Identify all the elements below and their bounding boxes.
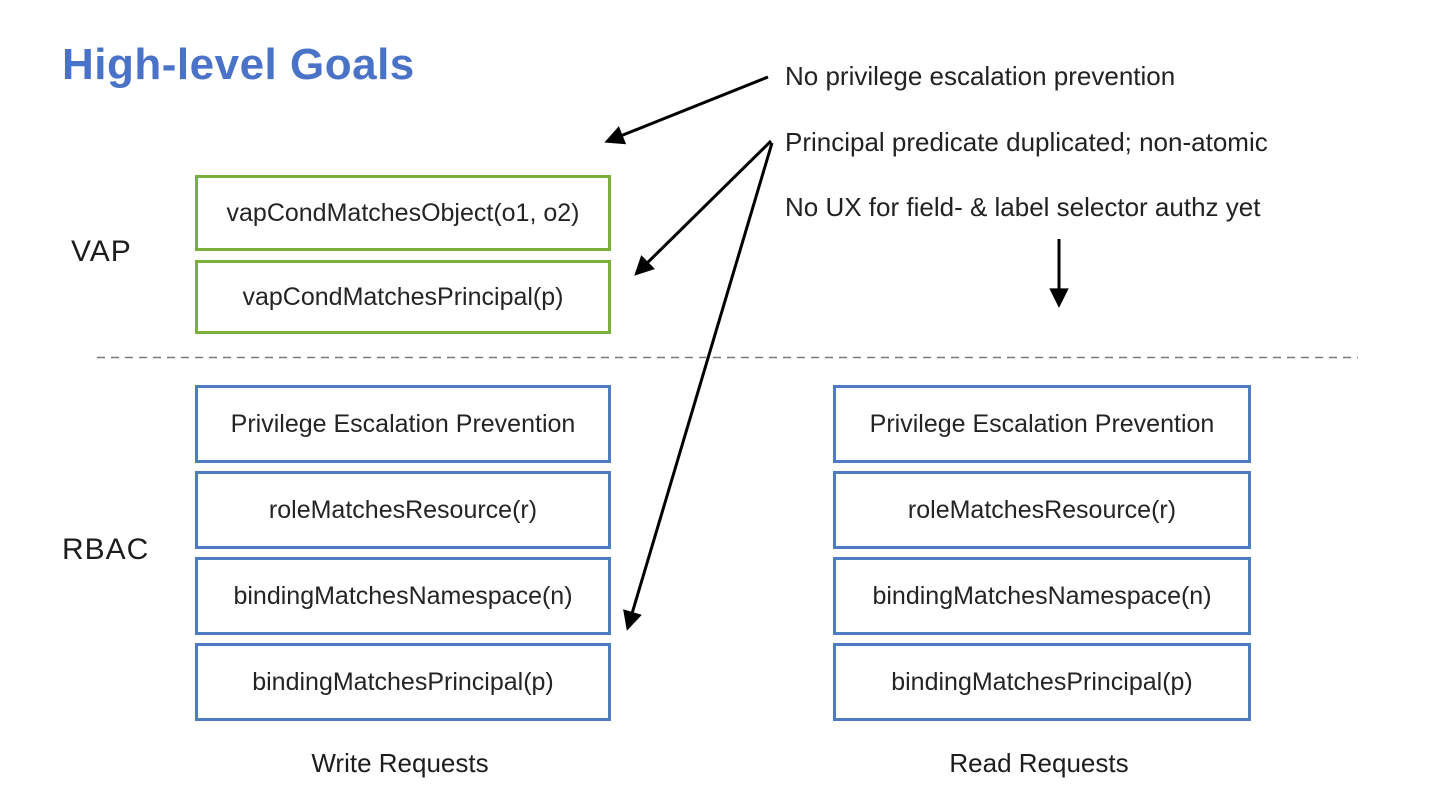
- arrow-to-vap-top: [604, 75, 769, 145]
- write-box-binding-matches-principal: bindingMatchesPrincipal(p): [195, 643, 611, 721]
- arrow-to-binding-matches-principal: [623, 142, 774, 631]
- read-box-role-matches-resource: roleMatchesResource(r): [833, 471, 1251, 549]
- annotation-principal-duplicated: Principal predicate duplicated; non-atom…: [785, 127, 1268, 157]
- vap-section-label: VAP: [71, 235, 132, 268]
- rbac-section-label: RBAC: [62, 533, 150, 566]
- write-requests-caption: Write Requests: [311, 748, 489, 778]
- read-box-privilege-escalation-prevention: Privilege Escalation Prevention: [833, 385, 1251, 463]
- annotation-no-ux-selector-authz: No UX for field- & label selector authz …: [785, 192, 1261, 222]
- arrow-to-vap-cond-matches-principal: [634, 139, 773, 276]
- annotation-no-privilege-escalation: No privilege escalation prevention: [785, 61, 1176, 91]
- read-requests-caption: Read Requests: [949, 748, 1129, 778]
- read-box-binding-matches-principal: bindingMatchesPrincipal(p): [833, 643, 1251, 721]
- page-title: High-level Goals: [62, 40, 415, 89]
- vap-box-cond-matches-object: vapCondMatchesObject(o1, o2): [195, 175, 611, 251]
- write-box-binding-matches-namespace: bindingMatchesNamespace(n): [195, 557, 611, 635]
- write-box-role-matches-resource: roleMatchesResource(r): [195, 471, 611, 549]
- read-box-binding-matches-namespace: bindingMatchesNamespace(n): [833, 557, 1251, 635]
- write-box-privilege-escalation-prevention: Privilege Escalation Prevention: [195, 385, 611, 463]
- vap-box-cond-matches-principal: vapCondMatchesPrincipal(p): [195, 260, 611, 334]
